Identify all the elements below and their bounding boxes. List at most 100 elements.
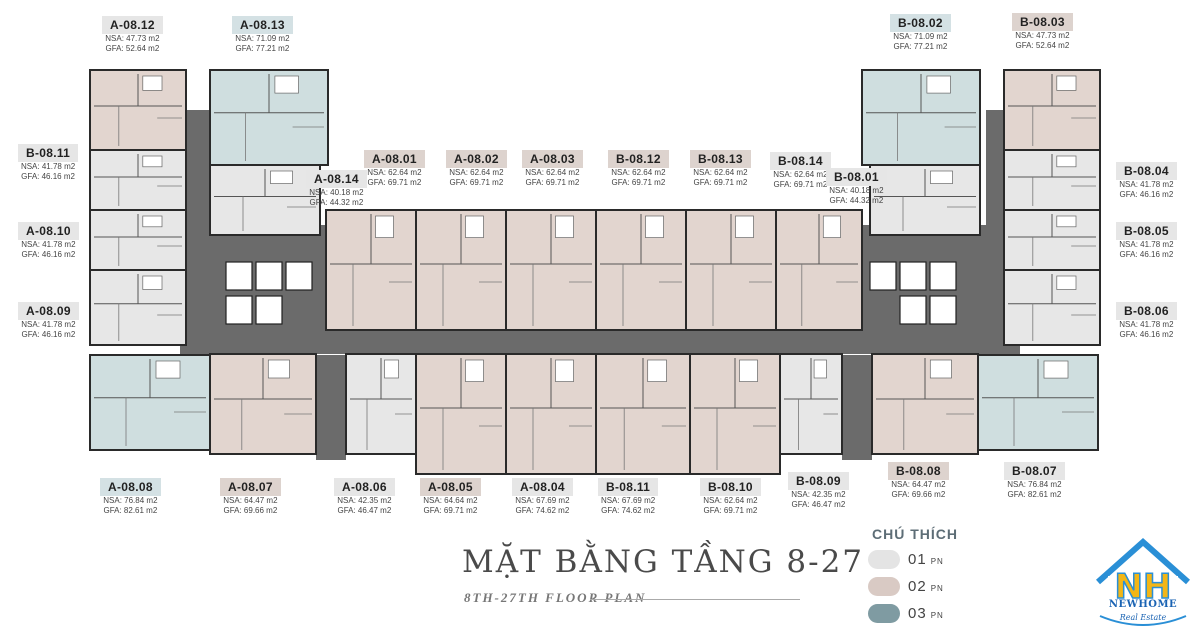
bathroom bbox=[1056, 75, 1077, 91]
apartment-unit bbox=[869, 164, 981, 236]
unit-gfa: GFA: 69.71 m2 bbox=[449, 178, 504, 187]
unit-nsa: NSA: 71.09 m2 bbox=[893, 32, 948, 41]
legend-swatch-3pn bbox=[868, 604, 900, 623]
bathroom bbox=[1056, 275, 1077, 290]
bathroom bbox=[1056, 155, 1077, 168]
unit-code: A-08.07 bbox=[220, 478, 281, 496]
unit-nsa: NSA: 41.78 m2 bbox=[20, 162, 76, 171]
unit-code: B-08.06 bbox=[1116, 302, 1177, 320]
plan-subtitle: 8TH-27TH FLOOR PLAN bbox=[464, 590, 647, 605]
unit-nsa: NSA: 64.64 m2 bbox=[423, 496, 478, 505]
unit-nsa: NSA: 76.84 m2 bbox=[103, 496, 158, 505]
bathroom bbox=[1043, 360, 1069, 379]
unit-code: A-08.10 bbox=[18, 222, 79, 240]
bathroom bbox=[647, 359, 667, 382]
bathroom bbox=[930, 170, 953, 184]
elevator bbox=[899, 295, 927, 325]
legend-swatch-1pn bbox=[868, 550, 900, 569]
unit-gfa: GFA: 46.47 m2 bbox=[791, 500, 846, 509]
unit-code: A-08.09 bbox=[18, 302, 79, 320]
elevator bbox=[255, 261, 283, 291]
unit-code: A-08.13 bbox=[232, 16, 293, 34]
bathroom bbox=[1056, 215, 1077, 228]
unit-nsa: NSA: 42.35 m2 bbox=[791, 490, 846, 499]
plan-title: MẶT BẰNG TẦNG 8-27 bbox=[462, 544, 865, 580]
unit-nsa: NSA: 62.64 m2 bbox=[773, 170, 828, 179]
unit-gfa: GFA: 69.71 m2 bbox=[703, 506, 758, 515]
unit-gfa: GFA: 69.71 m2 bbox=[367, 178, 422, 187]
unit-code: B-08.13 bbox=[690, 150, 751, 168]
unit-code: B-08.10 bbox=[700, 478, 761, 496]
unit-nsa: NSA: 41.78 m2 bbox=[1119, 240, 1174, 249]
bathroom bbox=[735, 215, 754, 238]
unit-code: B-08.11 bbox=[598, 478, 659, 496]
legend-num: 01 bbox=[908, 551, 927, 568]
bathroom bbox=[267, 359, 290, 379]
unit-code: B-08.08 bbox=[888, 462, 949, 480]
unit-gfa: GFA: 46.16 m2 bbox=[21, 172, 75, 181]
unit-code: B-08.02 bbox=[890, 14, 951, 32]
bathroom bbox=[465, 359, 484, 382]
unit-gfa: GFA: 77.21 m2 bbox=[893, 42, 948, 51]
bathroom bbox=[813, 359, 827, 379]
unit-nsa: NSA: 41.78 m2 bbox=[21, 240, 76, 249]
unit-gfa: GFA: 69.71 m2 bbox=[773, 180, 828, 189]
unit-nsa: NSA: 47.73 m2 bbox=[1015, 31, 1070, 40]
bathroom bbox=[274, 75, 299, 94]
unit-nsa: NSA: 41.78 m2 bbox=[1119, 180, 1174, 189]
unit-nsa: NSA: 76.84 m2 bbox=[1007, 480, 1062, 489]
core bbox=[842, 355, 872, 460]
unit-code: B-08.14 bbox=[770, 152, 831, 170]
unit-code: B-08.07 bbox=[1004, 462, 1065, 480]
unit-code: A-08.06 bbox=[334, 478, 395, 496]
legend-unit: PN bbox=[930, 557, 944, 566]
bathroom bbox=[926, 75, 951, 94]
unit-nsa: NSA: 62.64 m2 bbox=[693, 168, 748, 177]
bathroom bbox=[739, 359, 758, 382]
unit-gfa: GFA: 44.32 m2 bbox=[309, 198, 364, 207]
unit-gfa: GFA: 44.32 m2 bbox=[829, 196, 884, 205]
house-nh-logo-icon: NH bbox=[1096, 537, 1190, 626]
unit-nsa: NSA: 40.18 m2 bbox=[829, 186, 884, 195]
unit-code: A-08.14 bbox=[306, 170, 367, 188]
elevator bbox=[869, 261, 897, 291]
unit-code: B-08.05 bbox=[1116, 222, 1177, 240]
unit-gfa: GFA: 69.71 m2 bbox=[693, 178, 748, 187]
bathroom bbox=[155, 360, 181, 379]
legend-title: CHÚ THÍCH bbox=[872, 526, 958, 542]
logo-text: NEWHOME bbox=[1108, 599, 1178, 610]
elevator bbox=[929, 261, 957, 291]
legend-unit: PN bbox=[930, 611, 944, 620]
unit-nsa: NSA: 64.47 m2 bbox=[891, 480, 946, 489]
unit-code: A-08.12 bbox=[102, 16, 163, 34]
bathroom bbox=[384, 359, 399, 379]
unit-gfa: GFA: 46.16 m2 bbox=[21, 250, 76, 259]
unit-code: B-08.12 bbox=[608, 150, 669, 168]
unit-nsa: NSA: 42.35 m2 bbox=[337, 496, 392, 505]
svg-text:NH: NH bbox=[1115, 567, 1172, 607]
unit-nsa: NSA: 62.64 m2 bbox=[449, 168, 504, 177]
elevator bbox=[929, 295, 957, 325]
floor-plan-walls bbox=[94, 74, 1096, 470]
unit-gfa: GFA: 77.21 m2 bbox=[235, 44, 290, 53]
subtitle-divider bbox=[590, 599, 800, 600]
